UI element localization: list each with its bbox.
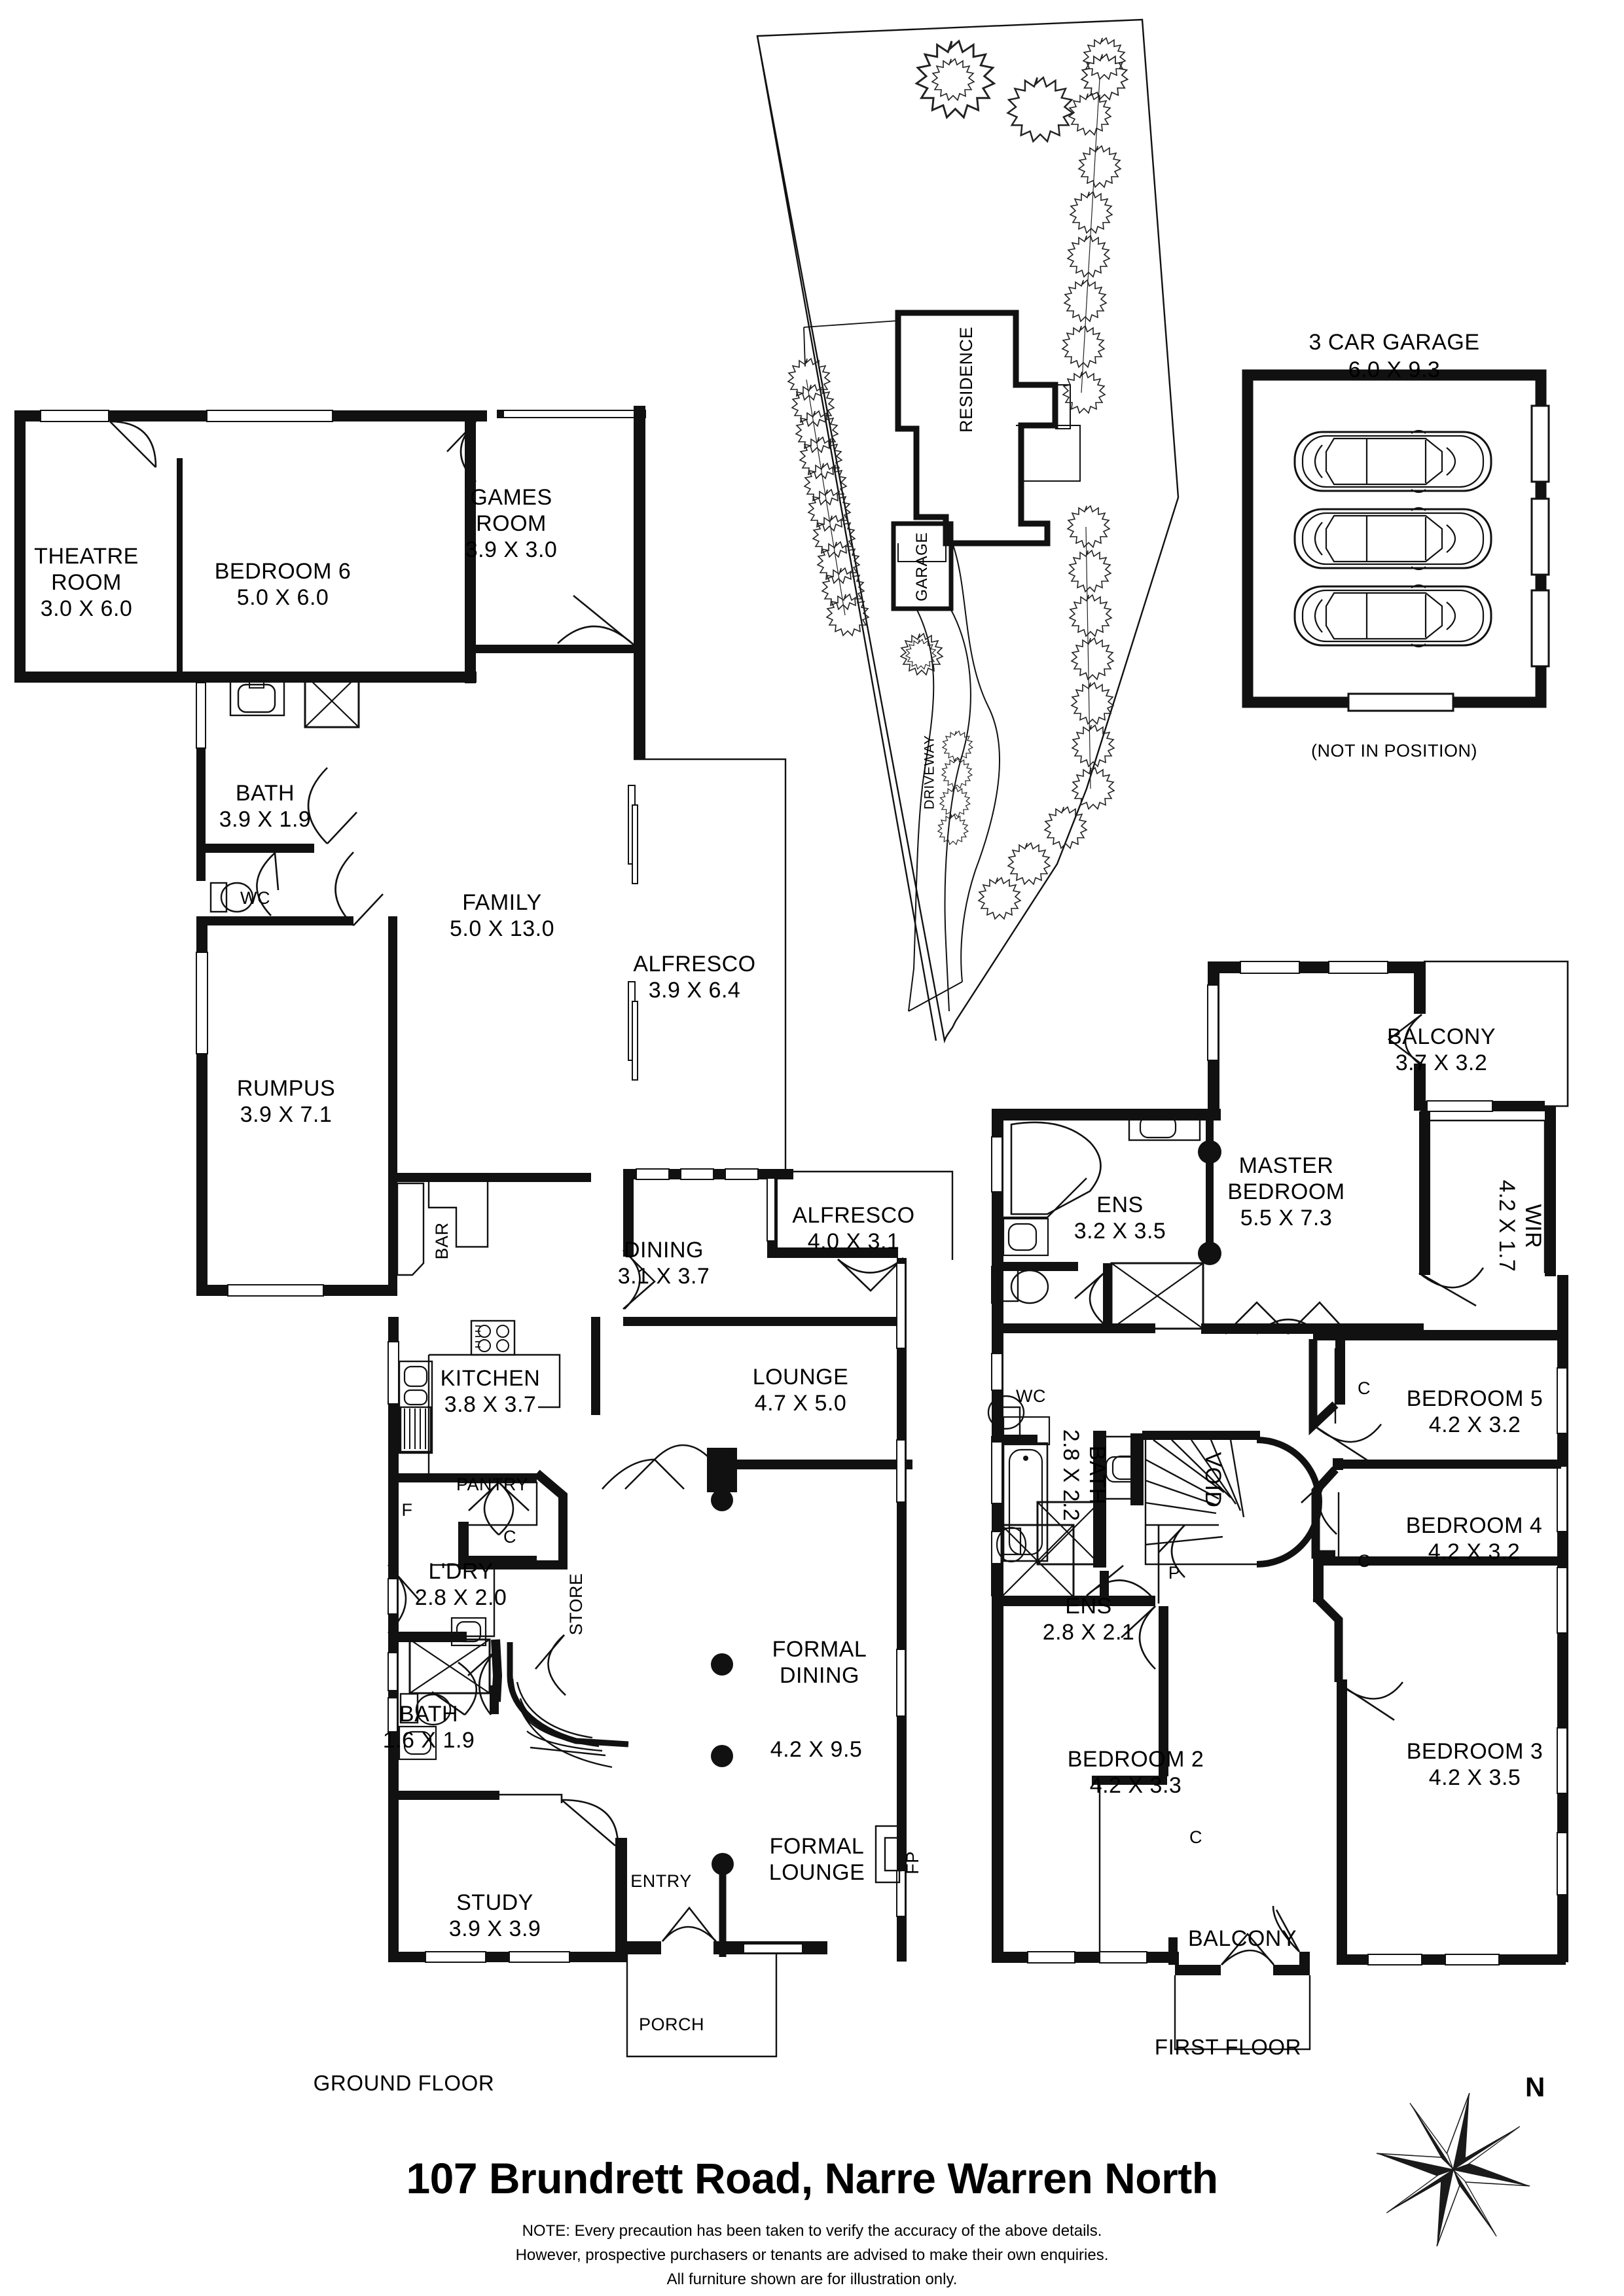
site-plan (756, 18, 1180, 1044)
note-line-1: NOTE: Every precaution has been taken to… (522, 2222, 1102, 2240)
page-title: 107 Brundrett Road, Narre Warren North (406, 2154, 1218, 2202)
garage-block (1242, 369, 1550, 712)
compass-rose-icon (1376, 2092, 1530, 2247)
note-line-2: However, prospective purchasers or tenan… (515, 2246, 1109, 2265)
ground-floor-plan (14, 406, 954, 2058)
disclaimer-note: NOTE: Every precaution has been taken to… (0, 2219, 1624, 2292)
first-floor-plan (987, 960, 1569, 2051)
compass-north-label: N (1525, 2072, 1545, 2102)
first-floor-caption: FIRST FLOOR (1154, 2035, 1302, 2059)
ground-floor-caption: GROUND FLOOR (313, 2071, 495, 2095)
note-line-3: All furniture shown are for illustration… (666, 2270, 958, 2289)
